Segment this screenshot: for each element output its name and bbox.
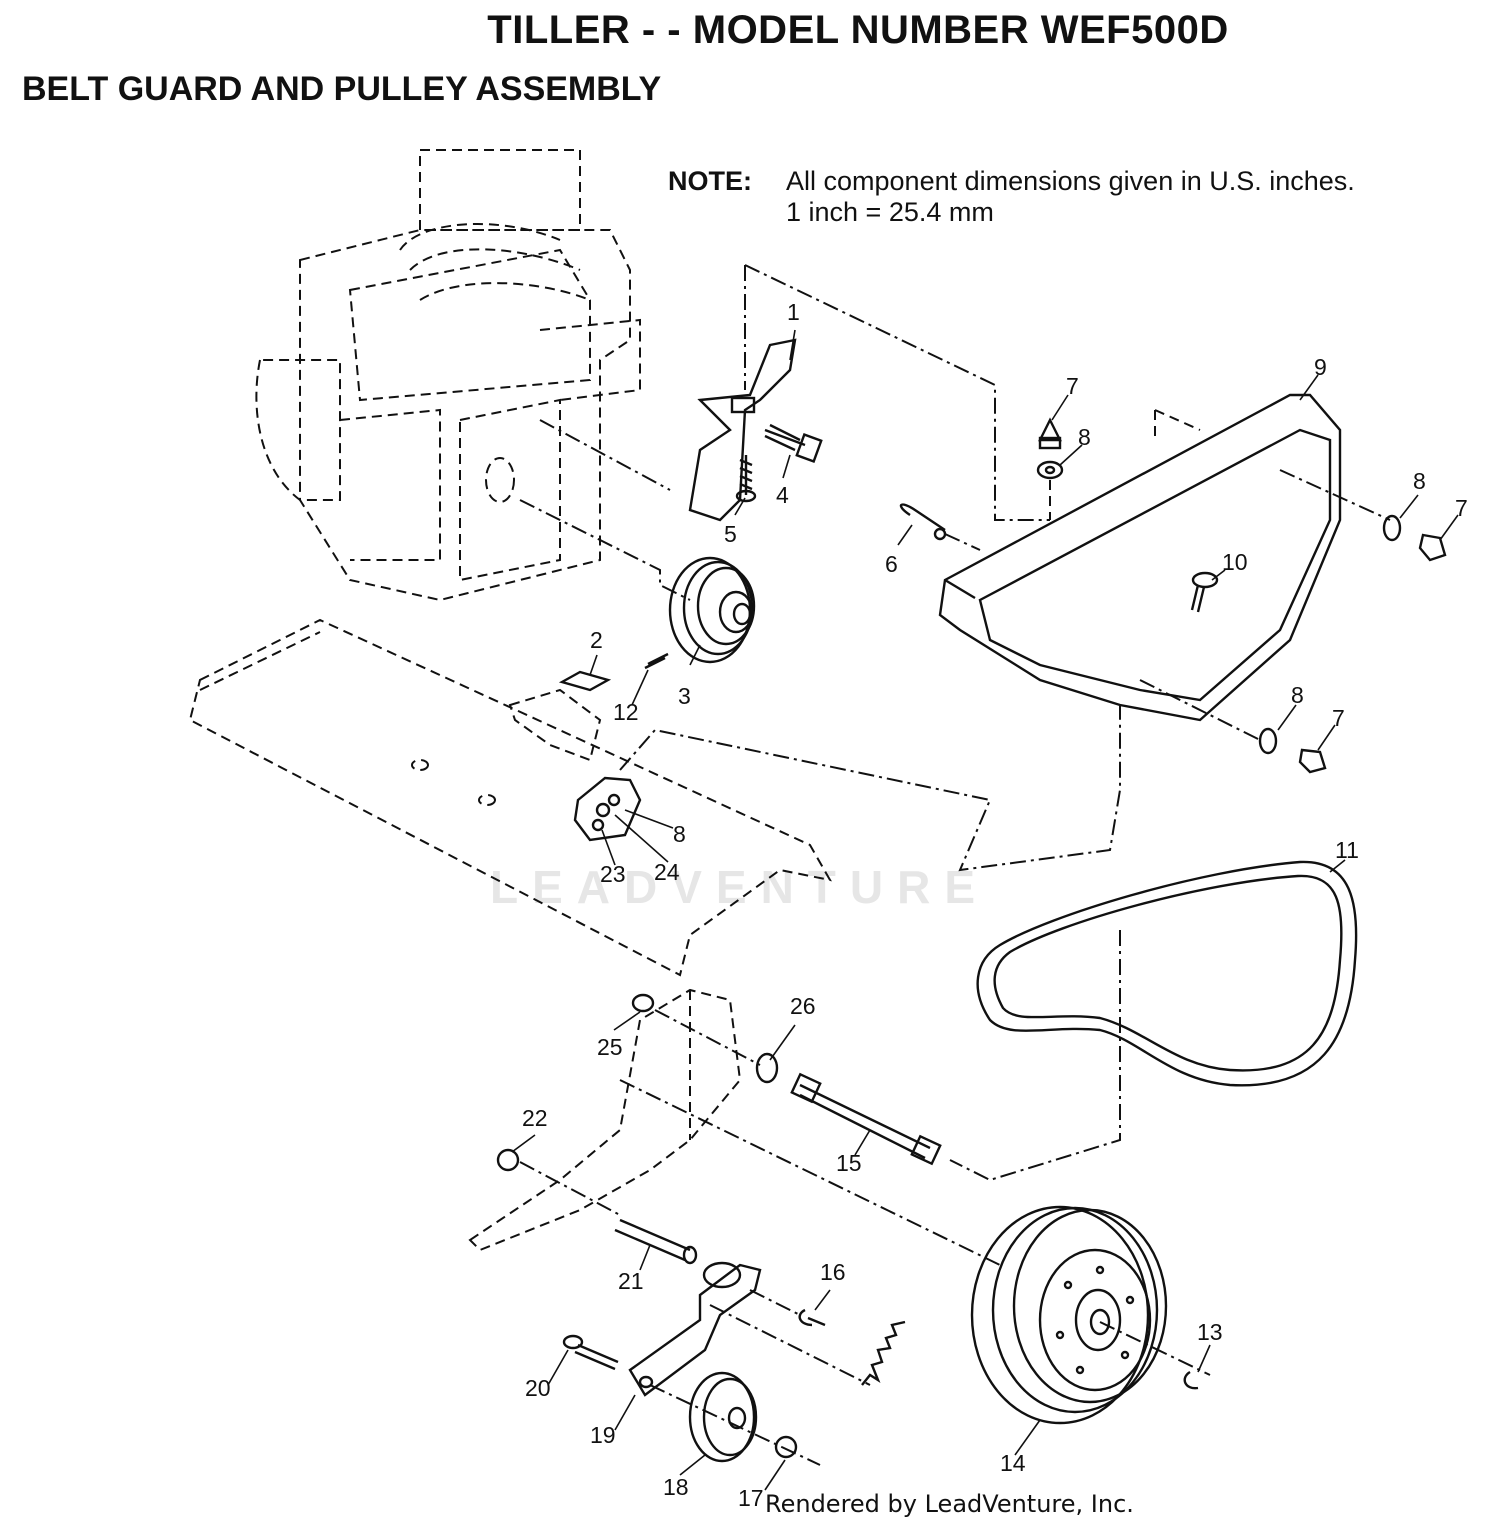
assembly-subtitle: BELT GUARD AND PULLEY ASSEMBLY — [22, 70, 662, 108]
callout-25: 25 — [597, 1034, 623, 1060]
callout-8d: 8 — [673, 821, 686, 847]
bracket-1 — [688, 338, 797, 522]
callout-19: 19 — [590, 1422, 616, 1448]
idler-arm-19 — [628, 1261, 762, 1397]
acorn-nut-7b — [1418, 533, 1447, 562]
callout-9: 9 — [1314, 354, 1327, 380]
acorn-nut-7c — [1298, 748, 1327, 774]
idler-bracket — [468, 988, 742, 1252]
callout-17: 17 — [738, 1485, 764, 1511]
callout-6: 6 — [885, 551, 898, 577]
callout-15: 15 — [836, 1150, 862, 1176]
callout-4: 4 — [776, 482, 789, 508]
callout-23: 23 — [600, 861, 626, 887]
callout-7b: 7 — [1455, 495, 1468, 521]
callout-26: 26 — [790, 993, 816, 1019]
drive-pulley-14 — [970, 1205, 1168, 1425]
engine-pulley-3 — [668, 556, 756, 664]
note-label: NOTE: — [668, 166, 752, 196]
shaft-21 — [614, 1218, 698, 1265]
callout-14: 14 — [1000, 1450, 1026, 1476]
callout-2: 2 — [590, 627, 603, 653]
callout-22: 22 — [522, 1105, 548, 1131]
key-2 — [558, 670, 612, 692]
nut-25 — [631, 993, 655, 1013]
hairpin-6 — [899, 503, 947, 541]
mounting-plate — [573, 776, 642, 842]
callout-18: 18 — [663, 1474, 689, 1500]
callout-7a: 7 — [1066, 373, 1079, 399]
nut-22 — [496, 1148, 520, 1172]
retaining-clip-13 — [1183, 1370, 1199, 1390]
carriage-bolt-10 — [1190, 571, 1219, 613]
callout-3: 3 — [678, 683, 691, 709]
note-line-2: 1 inch = 25.4 mm — [786, 197, 994, 227]
acorn-nut-7a — [1038, 417, 1062, 450]
callout-12: 12 — [613, 699, 639, 725]
dimension-note: NOTE: All component dimensions given in U… — [668, 166, 1355, 228]
callout-21: 21 — [618, 1268, 644, 1294]
note-line-1: All component dimensions given in U.S. i… — [786, 166, 1355, 196]
callout-8b: 8 — [1413, 468, 1426, 494]
washer-8a — [1036, 460, 1064, 480]
callout-1: 1 — [787, 299, 800, 325]
washer-8c — [1258, 727, 1278, 755]
shaft-15 — [790, 1072, 942, 1166]
callout-24: 24 — [654, 859, 680, 885]
callout-10: 10 — [1222, 549, 1248, 575]
callout-16: 16 — [820, 1259, 846, 1285]
screw-5 — [735, 455, 757, 503]
washer-8b — [1382, 514, 1402, 542]
retaining-clip-16 — [798, 1308, 826, 1327]
callout-11: 11 — [1335, 837, 1359, 863]
engine-outline — [255, 149, 641, 602]
nut-17 — [774, 1435, 798, 1459]
callout-8a: 8 — [1078, 424, 1091, 450]
washer-26 — [755, 1052, 779, 1084]
callout-labels: 1 2 3 4 5 6 7 7 7 8 8 8 8 9 10 11 12 13 … — [522, 299, 1468, 1511]
tension-spring — [861, 1320, 906, 1386]
tiller-frame-outline — [188, 618, 832, 977]
callout-5: 5 — [724, 521, 737, 547]
page-title: TILLER - - MODEL NUMBER WEF500D — [487, 8, 1229, 52]
callout-13: 13 — [1197, 1319, 1223, 1345]
callout-7c: 7 — [1332, 705, 1345, 731]
callout-20: 20 — [525, 1375, 551, 1401]
rendered-by-footer: Rendered by LeadVenture, Inc. — [765, 1490, 1134, 1518]
callout-8c: 8 — [1291, 682, 1304, 708]
set-screw-12 — [644, 652, 669, 670]
leader-lines — [511, 329, 1459, 1491]
drive-belt-11 — [976, 860, 1358, 1087]
bolt-4 — [764, 423, 823, 463]
bolt-20 — [562, 1334, 619, 1371]
belt-guard-9 — [938, 393, 1342, 722]
idler-pulley-18 — [688, 1371, 758, 1463]
